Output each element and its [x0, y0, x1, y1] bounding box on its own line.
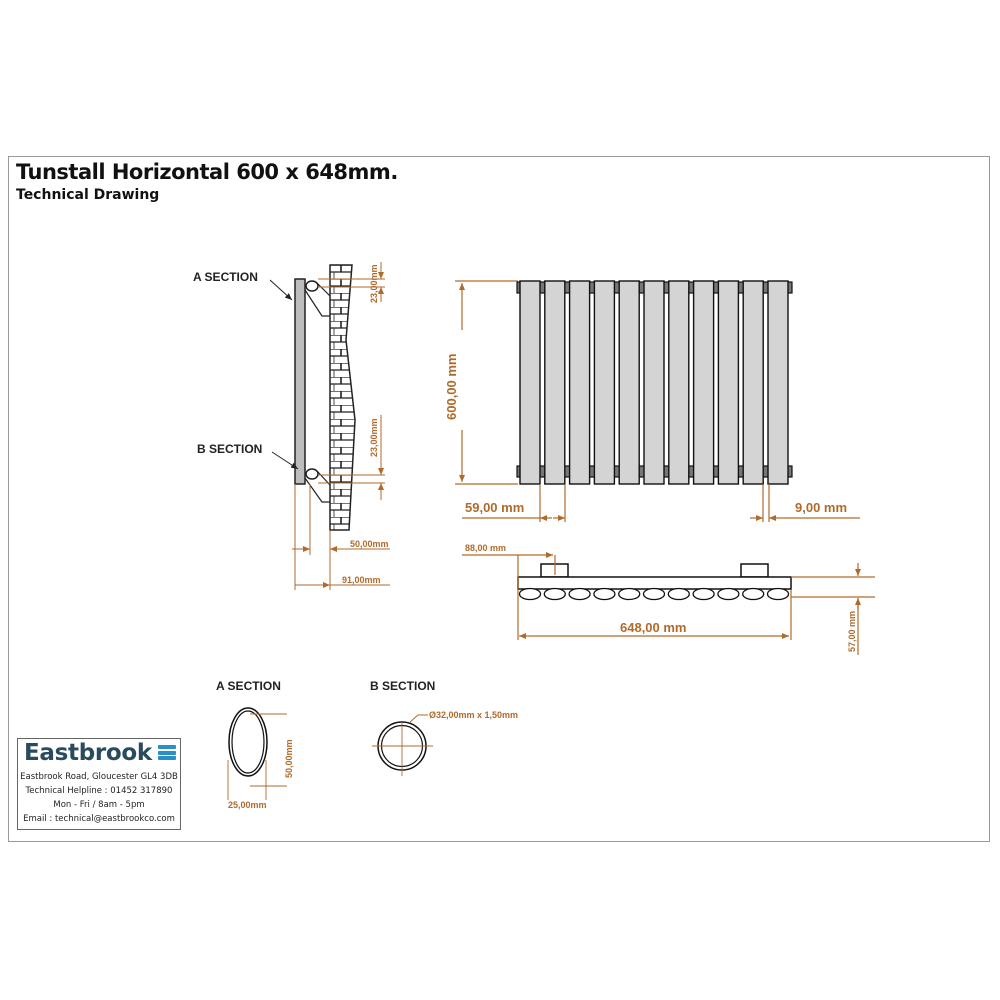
dim-wall-50: 50,00mm [350, 539, 389, 549]
company-info-box: Eastbrook Eastbrook Road, Gloucester GL4… [17, 738, 181, 830]
section-b-pipe: Ø32,00mm x 1,50mm [429, 710, 518, 720]
column-tube-section [518, 587, 542, 601]
page-subtitle: Technical Drawing [16, 187, 160, 203]
column-tube-section [667, 587, 690, 601]
dim-column-pitch: 59,00 mm [465, 500, 524, 515]
radiator-column [742, 280, 764, 485]
column-tube-section [618, 587, 641, 601]
bottom-bracket-icon [305, 468, 319, 480]
company-logo-text: Eastbrook [24, 740, 152, 766]
dim-bracket-offset: 88,00 mm [465, 543, 506, 553]
section-a: A SECTION 50,00mm 25,00mm [216, 679, 294, 810]
column-tube-section [568, 587, 591, 601]
radiator-column [717, 280, 740, 485]
page-title: Tunstall Horizontal 600 x 648mm. [16, 160, 398, 184]
section-b: B SECTION Ø32,00mm x 1,50mm [370, 679, 518, 776]
radiator-column [593, 280, 616, 485]
top-bracket-icon [305, 280, 319, 292]
waves-logo-icon [158, 745, 176, 765]
column-tubes [518, 587, 790, 601]
column-tube-section [742, 587, 765, 601]
section-a-width: 25,00mm [228, 800, 267, 810]
dim-height: 600,00 mm [444, 354, 459, 421]
dim-width: 648,00 mm [620, 620, 687, 635]
dim-bottom-bracket: 23,00mm [369, 418, 379, 457]
drawing-sheet [8, 156, 990, 842]
radiator-column [668, 280, 690, 485]
rail-top-view [517, 576, 792, 590]
radiator-column [643, 280, 665, 485]
radiator-column [692, 280, 715, 485]
section-b-title: B SECTION [370, 679, 435, 693]
wall-icon [329, 264, 356, 531]
side-label-b-section: B SECTION [197, 442, 262, 456]
radiator-column [519, 280, 541, 485]
column-tube-section [642, 587, 666, 601]
dim-wall-91: 91,00mm [342, 575, 381, 585]
radiator-column [618, 280, 640, 485]
top-view: 88,00 mm 648,00 mm 57,00 mm [462, 543, 875, 655]
company-email: Email : technical@eastbrookco.com [23, 814, 175, 824]
radiator-side-bar [294, 278, 306, 485]
side-label-a-section: A SECTION [193, 270, 258, 284]
column-tube-section [766, 587, 790, 601]
column-tube-section [717, 587, 740, 601]
dim-gap: 9,00 mm [795, 500, 847, 515]
company-helpline: Technical Helpline : 01452 317890 [25, 786, 173, 796]
wall-bracket-right [740, 563, 769, 578]
front-view: 600,00 mm 59,00 mm 9,00 mm [444, 280, 860, 522]
radiator-column [568, 280, 591, 485]
radiator-columns [519, 280, 789, 485]
radiator-column [767, 280, 789, 485]
side-view: A SECTION B SECTION 23,00mm 23,00mm 50,0… [193, 262, 390, 590]
dim-depth: 57,00 mm [847, 611, 857, 652]
column-tube-section [692, 587, 715, 601]
company-address: Eastbrook Road, Gloucester GL4 3DB [20, 772, 178, 782]
column-tube-section [593, 587, 616, 601]
radiator-column [544, 280, 566, 485]
section-a-height: 50,00mm [284, 739, 294, 778]
dim-top-bracket: 23,00mm [369, 264, 379, 303]
company-hours: Mon - Fri / 8am - 5pm [53, 800, 145, 810]
column-tube-section [543, 587, 566, 601]
section-a-title: A SECTION [216, 679, 281, 693]
